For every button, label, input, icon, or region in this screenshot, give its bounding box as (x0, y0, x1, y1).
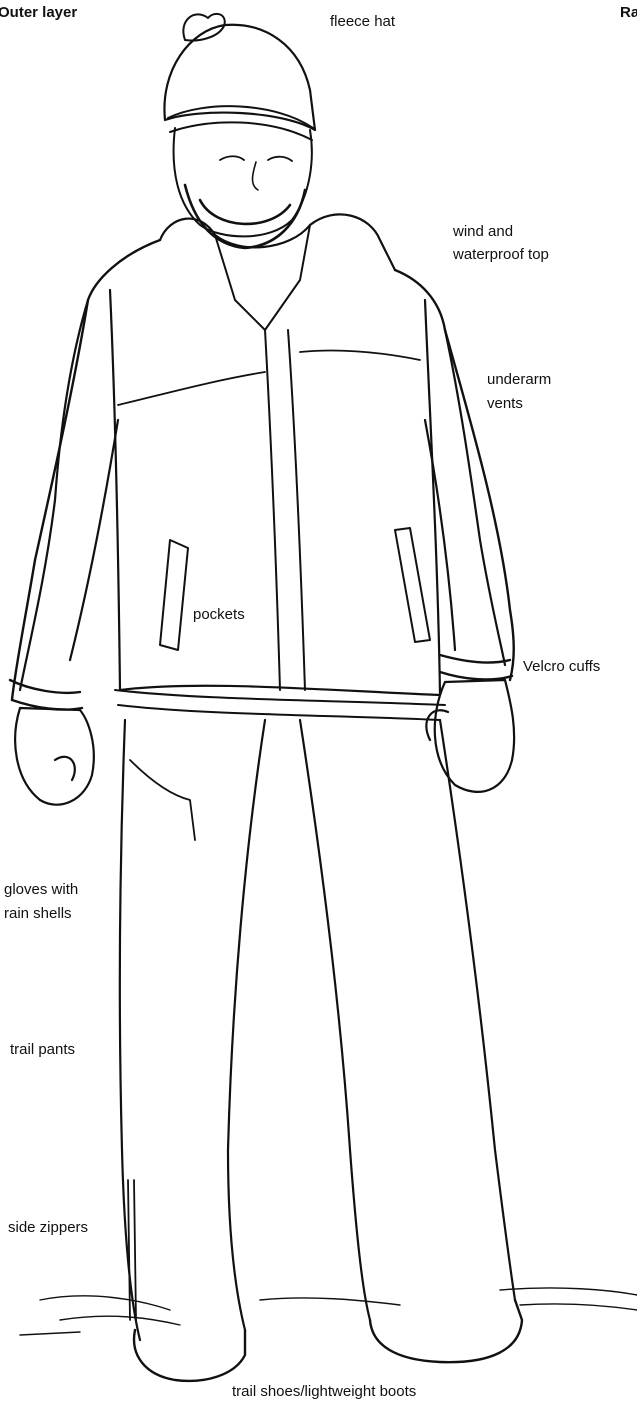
beard-drawing (185, 185, 305, 248)
right-glove-drawing (426, 680, 514, 792)
fleece-hat-label: fleece hat (330, 12, 395, 32)
neck-layer-drawing (215, 225, 310, 330)
jacket-body-drawing (110, 290, 440, 695)
trail-shoes-label: trail shoes/lightweight boots (232, 1382, 416, 1402)
jacket-zipper-drawing (265, 330, 305, 690)
cargo-pocket-drawing (130, 760, 195, 840)
trail-pants-label: trail pants (10, 1040, 75, 1060)
outer-layer-heading: Outer layer (0, 3, 77, 23)
right-shoe-drawing (370, 1300, 522, 1362)
nose-drawing (253, 162, 259, 190)
collar-drawing (160, 214, 395, 270)
ground-shadow-drawing (20, 1288, 637, 1335)
right-heading-cut: Ra (620, 3, 637, 23)
gloves-label-line1: gloves with (4, 880, 78, 900)
underarm-vents-label-line1: underarm (487, 370, 551, 390)
wind-waterproof-top-label-line2: waterproof top (453, 245, 549, 265)
gloves-label-line2: rain shells (4, 904, 72, 924)
wind-waterproof-top-label-line1: wind and (453, 222, 513, 242)
hat-brim-drawing (168, 106, 313, 140)
side-zippers-label: side zippers (8, 1218, 88, 1238)
underarm-vents-label-line2: vents (487, 394, 523, 414)
right-cuff-drawing (440, 655, 512, 679)
right-pocket-drawing (395, 528, 430, 642)
left-shoe-drawing (134, 1330, 245, 1381)
eyes-drawing (220, 156, 292, 161)
velcro-cuffs-label: Velcro cuffs (523, 657, 600, 677)
left-cuff-drawing (10, 680, 82, 710)
pockets-label: pockets (193, 605, 245, 625)
left-glove-drawing (15, 708, 94, 805)
left-sleeve-drawing (20, 300, 118, 690)
right-leg-drawing (300, 720, 515, 1320)
left-pocket-drawing (160, 540, 188, 650)
jacket-hem-drawing (115, 690, 445, 720)
